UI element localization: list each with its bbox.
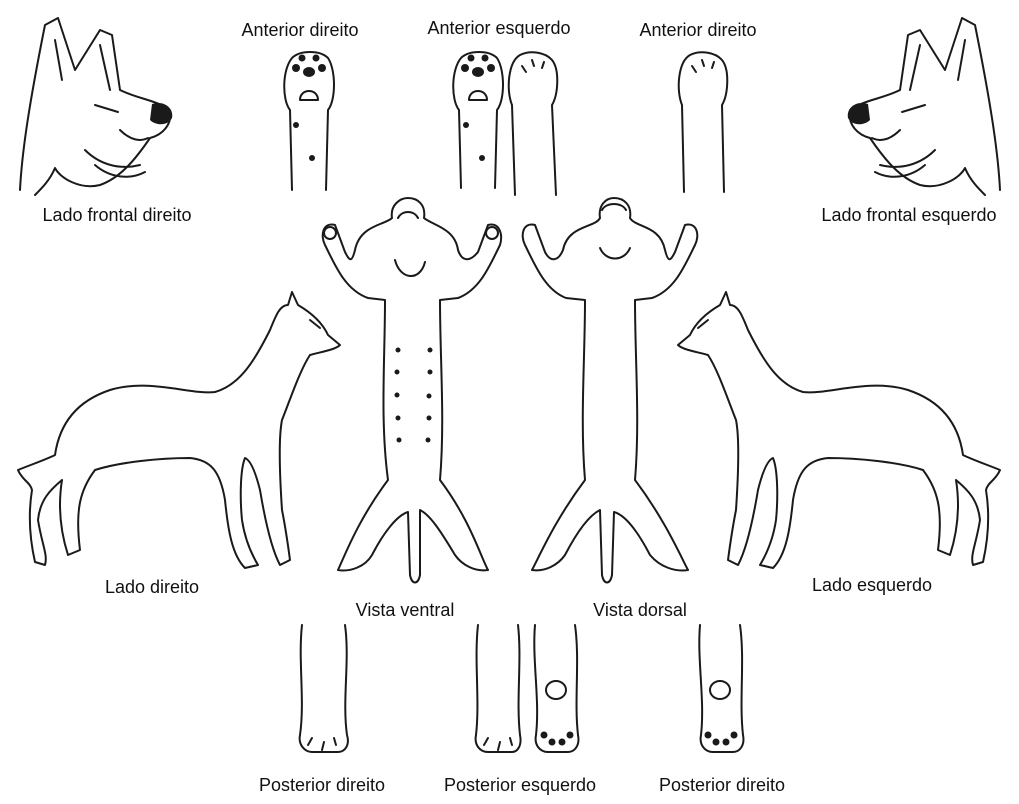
front-paw-right-2-figure: [679, 52, 728, 192]
label-right-front-side: Lado frontal direito: [42, 205, 191, 225]
rear-paw-right-2-figure: [699, 625, 743, 752]
front-paw-left-figure: [453, 52, 557, 195]
label-left-front-side: Lado frontal esquerdo: [821, 205, 996, 225]
rear-paw-right-1-figure: [300, 625, 348, 752]
label-front-right-2: Anterior direito: [639, 20, 756, 40]
front-paw-right-1-figure: [284, 52, 334, 190]
left-side-figure: [678, 292, 1000, 568]
label-left-side: Lado esquerdo: [812, 575, 932, 595]
head-right-front-figure: [20, 18, 172, 195]
nipples: [395, 348, 433, 443]
label-ventral-view: Vista ventral: [356, 600, 455, 620]
rear-paw-left-figure: [476, 625, 579, 752]
right-side-figure: [18, 292, 340, 568]
head-left-front-figure: [848, 18, 1000, 195]
label-front-left: Anterior esquerdo: [427, 18, 570, 38]
label-rear-right-2: Posterior direito: [659, 775, 785, 795]
label-front-right-1: Anterior direito: [241, 20, 358, 40]
label-rear-right-1: Posterior direito: [259, 775, 385, 795]
dorsal-view-figure: [523, 198, 698, 583]
label-dorsal-view: Vista dorsal: [593, 600, 687, 620]
label-right-side: Lado direito: [105, 577, 199, 597]
ventral-view-figure: [323, 198, 501, 583]
label-rear-left: Posterior esquerdo: [444, 775, 596, 795]
